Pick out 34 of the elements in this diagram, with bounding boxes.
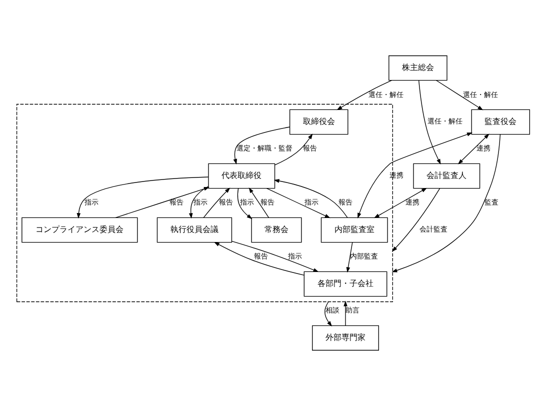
arrow	[324, 301, 332, 326]
arrow	[203, 188, 230, 218]
node-box: 常務会	[251, 217, 302, 243]
arrow	[336, 80, 392, 110]
arrow	[392, 134, 501, 272]
node-box: 株主総会	[388, 55, 448, 81]
arrow	[458, 134, 490, 164]
arrow	[418, 80, 441, 165]
arrow	[76, 176, 209, 219]
arrow	[346, 242, 353, 273]
arrow	[344, 300, 348, 326]
arrow	[233, 126, 290, 164]
node-box: 代表取締役	[208, 163, 276, 189]
arrow	[392, 188, 440, 252]
arrow	[237, 188, 252, 220]
arrow	[266, 188, 330, 218]
node-box: 内部監査室	[320, 217, 388, 243]
arrow	[374, 188, 428, 218]
node-box: 監査役会	[471, 109, 530, 135]
arrow	[248, 188, 270, 218]
arrow	[188, 186, 209, 219]
arrow	[274, 179, 348, 218]
arrow	[274, 134, 313, 166]
arrow	[436, 80, 484, 110]
node-box: 会計監査人	[413, 163, 480, 189]
arrow	[115, 187, 210, 218]
arrow	[214, 242, 304, 276]
arrow	[358, 132, 472, 218]
node-box: 各部門・子会社	[304, 271, 388, 297]
node-box: 取締役会	[289, 109, 348, 135]
node-box: 外部専門家	[312, 325, 379, 351]
arrow	[231, 240, 319, 272]
node-box: コンプライアンス委員会	[22, 217, 138, 243]
node-box: 執行役員会議	[156, 217, 232, 243]
